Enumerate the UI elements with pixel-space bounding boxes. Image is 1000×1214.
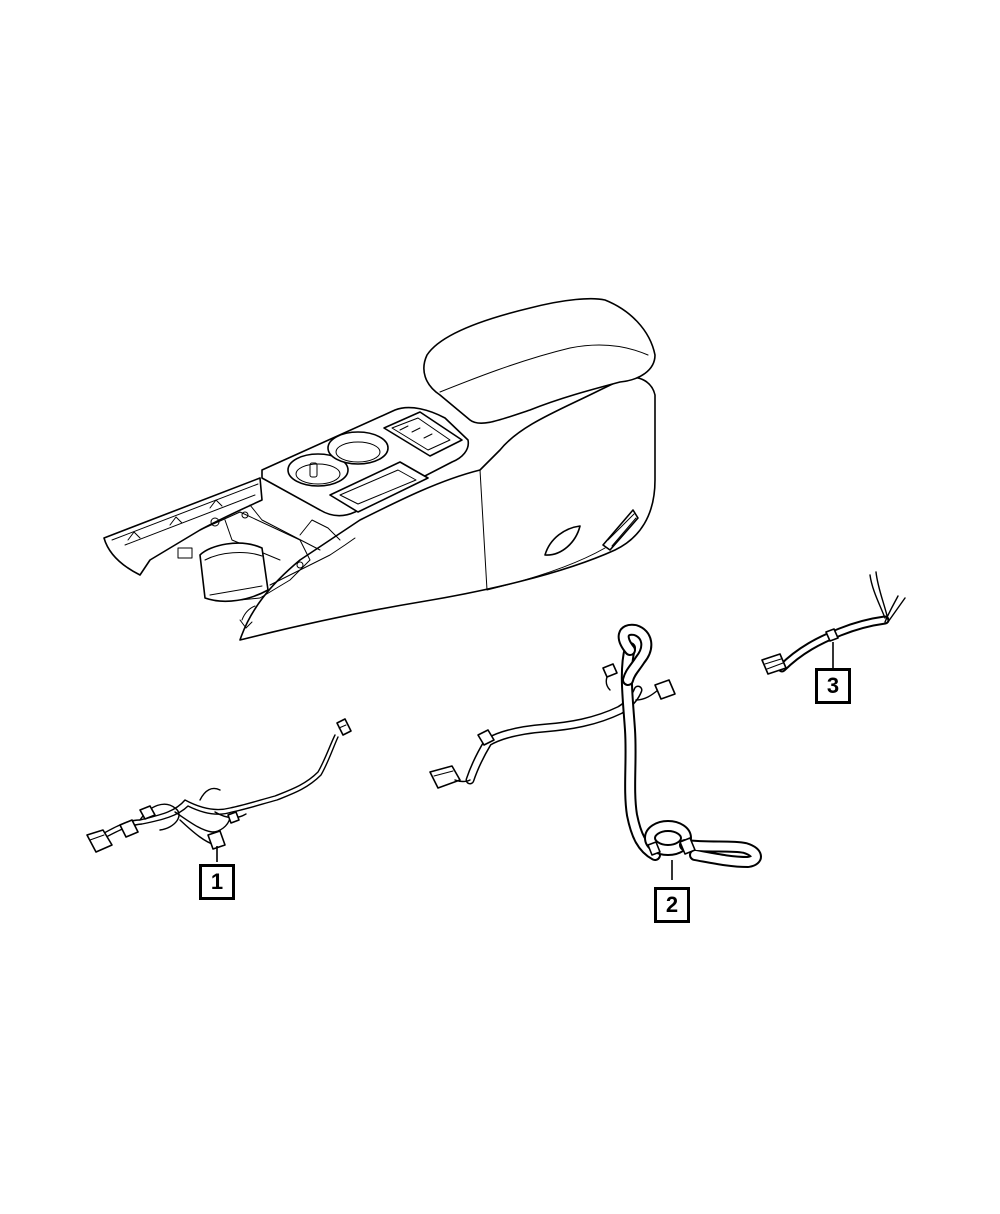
wiring-harness-3-illustration bbox=[761, 571, 906, 675]
callout-2-label: 2 bbox=[665, 892, 679, 917]
wiring-harness-1-illustration bbox=[86, 718, 352, 862]
callout-1-label: 1 bbox=[210, 869, 224, 894]
callout-1[interactable]: 1 bbox=[199, 864, 235, 900]
callout-3-label: 3 bbox=[826, 673, 840, 698]
center-console-illustration bbox=[103, 297, 656, 641]
callout-2[interactable]: 2 bbox=[654, 887, 690, 923]
wiring-harness-2-illustration bbox=[429, 623, 762, 880]
callout-3[interactable]: 3 bbox=[815, 668, 851, 704]
